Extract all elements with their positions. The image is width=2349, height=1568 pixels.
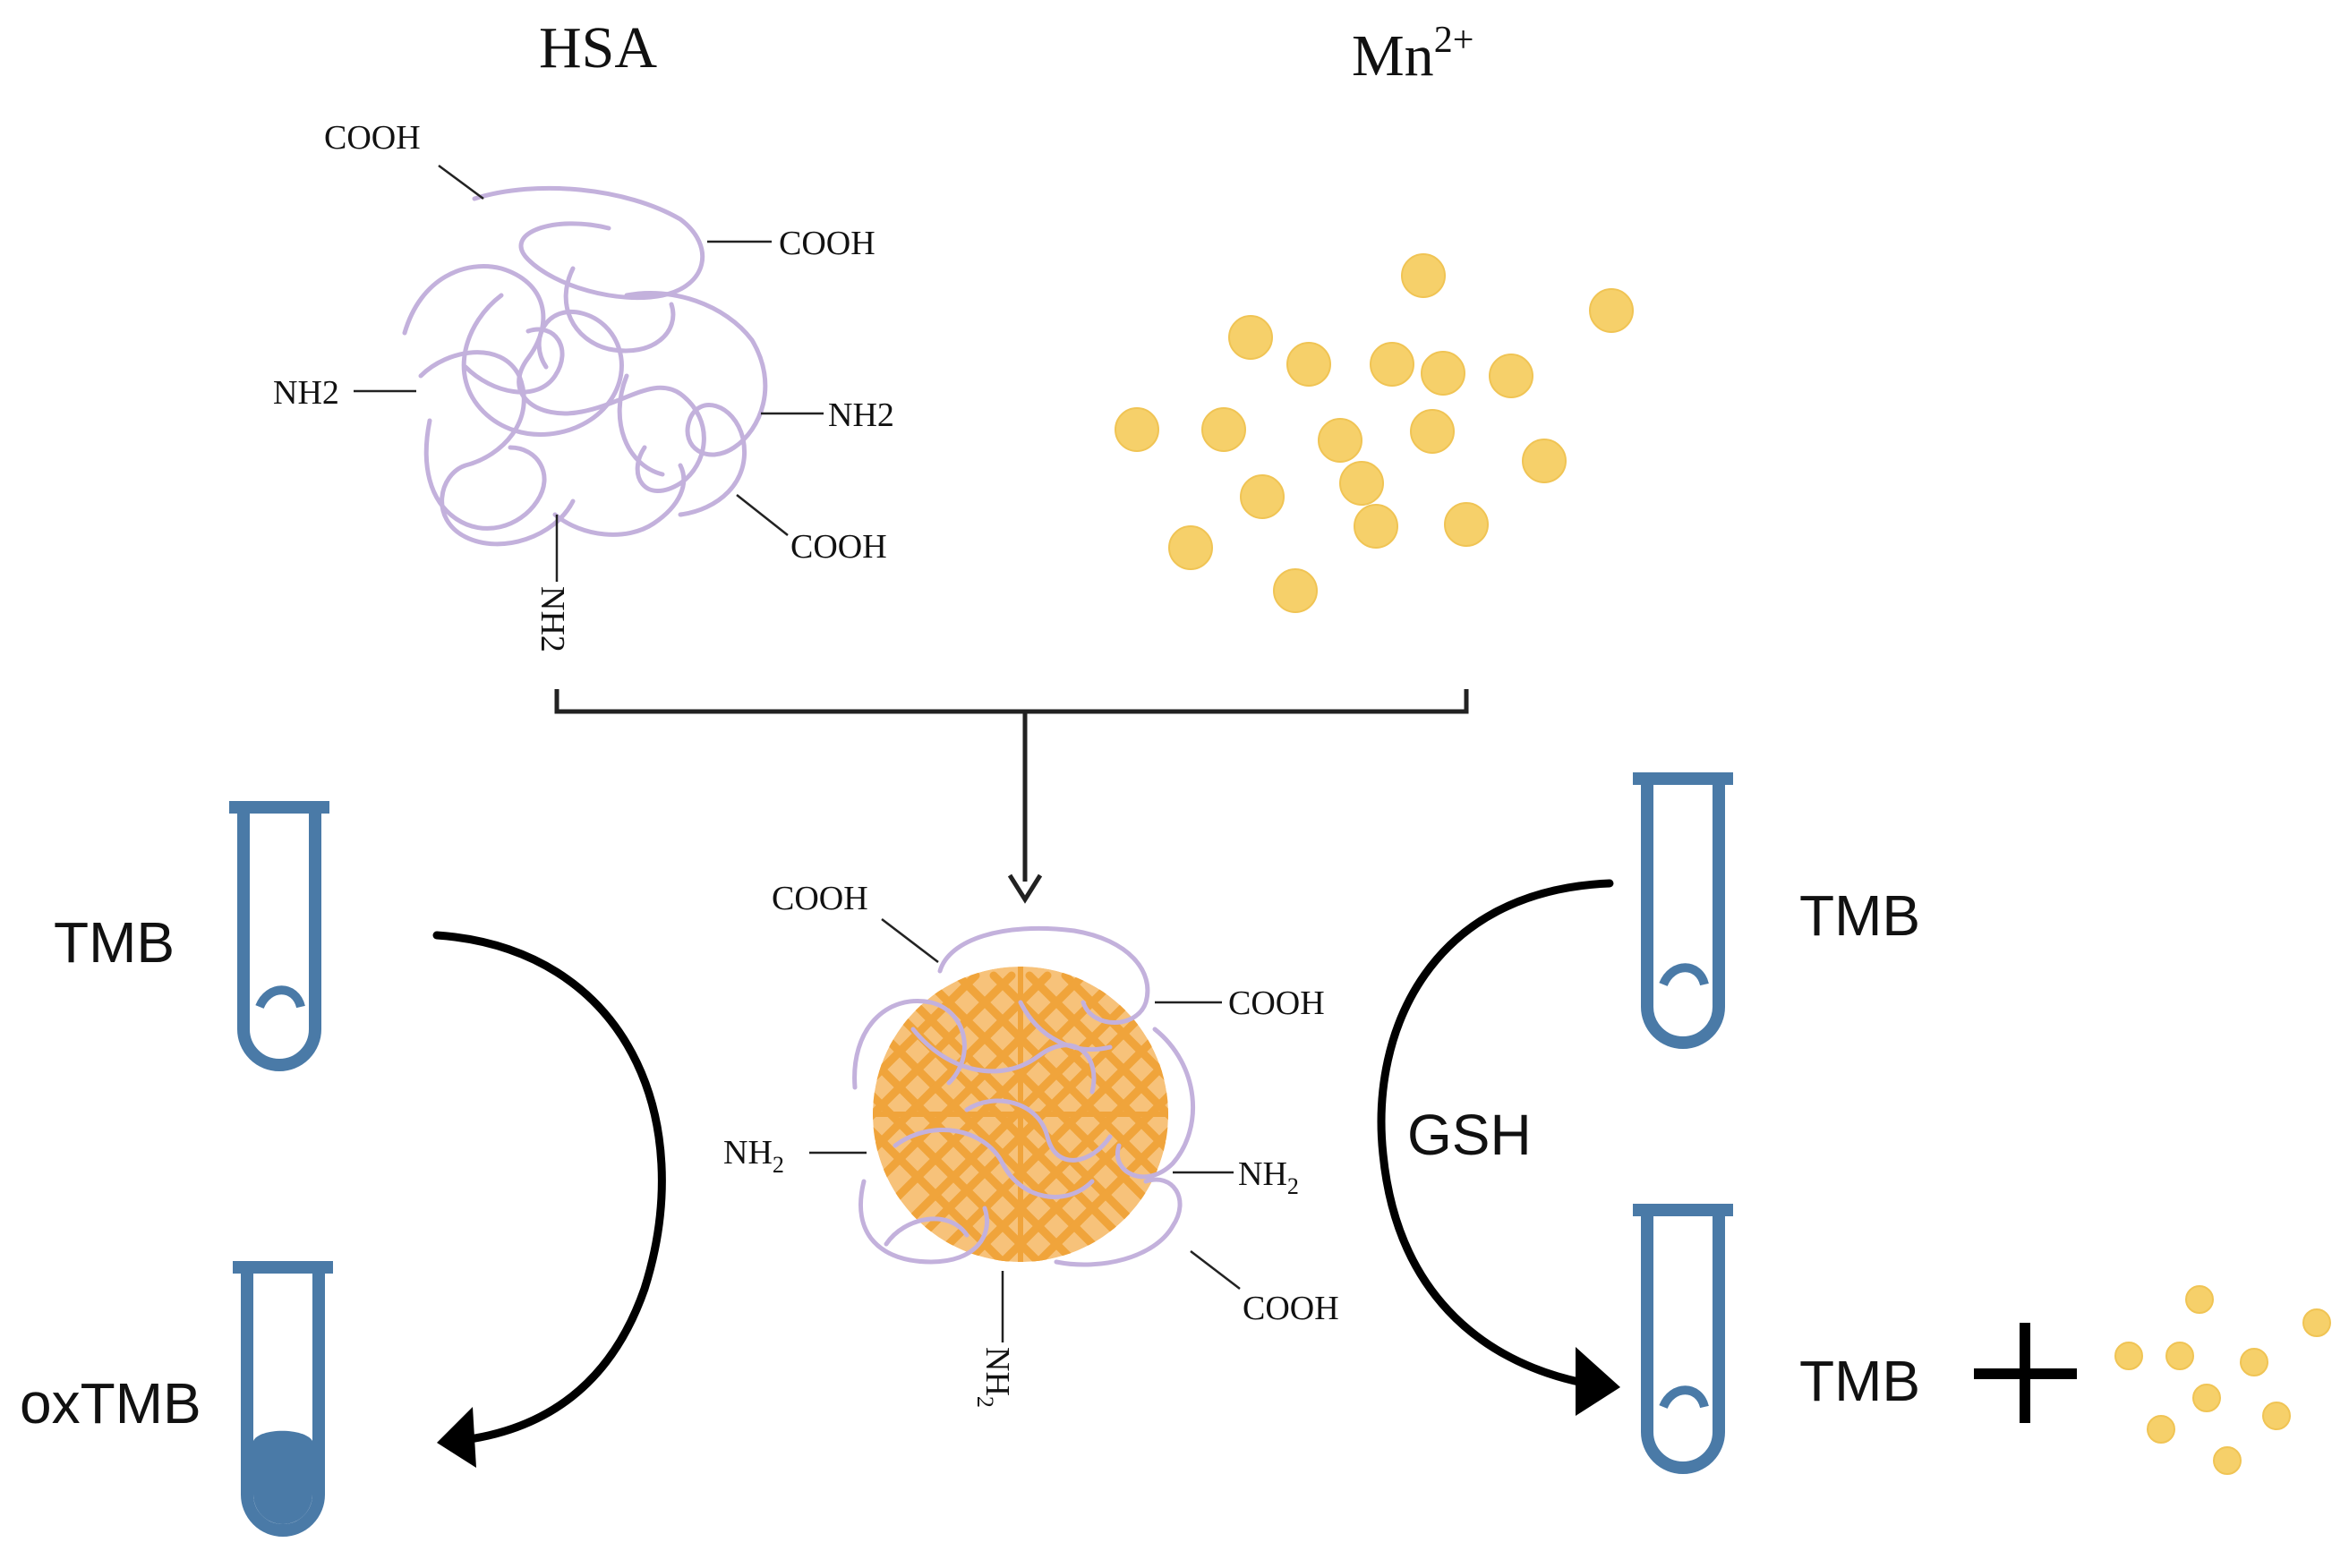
np-sub2-right: 2 <box>1287 1173 1299 1199</box>
test-tube-tmb-right-top <box>1633 772 1733 1049</box>
nanoparticle-protein-shell <box>852 926 1196 1267</box>
hsa-cooh-label-1: COOH <box>324 119 421 157</box>
np-nh2-label-right: NH2 <box>1238 1155 1299 1199</box>
left-branch: TMB oxTMB <box>20 801 666 1537</box>
gsh-label: GSH <box>1407 1103 1532 1167</box>
test-tube-tmb-left <box>229 801 329 1071</box>
left-arrowhead <box>437 1407 476 1468</box>
hsa-cooh-label-3: COOH <box>790 528 887 566</box>
np-sub2-bottom: 2 <box>972 1396 998 1408</box>
np-nh-left: NH <box>723 1134 773 1172</box>
np-cooh-label-2: COOH <box>1228 984 1325 1022</box>
hsa-nh2-label-left: NH2 <box>273 374 339 412</box>
hsa-protein-coil <box>402 185 768 547</box>
right-tmb-label: TMB <box>1799 883 1920 948</box>
nanoparticle-core-mesh <box>873 967 1168 1262</box>
mn-title-base: Mn <box>1352 23 1434 89</box>
np-nh-bottom: NH <box>978 1347 1016 1396</box>
np-sub2-left: 2 <box>773 1152 784 1178</box>
hsa-functional-groups: COOH COOH NH2 NH2 COOH NH2 <box>273 119 894 652</box>
nanoparticle-functional-groups: COOH COOH NH2 NH2 COOH NH2 <box>723 880 1339 1408</box>
np-nh2-label-bottom: NH2 <box>972 1347 1016 1408</box>
hsa-group: HSA COOH COOH NH2 NH2 COOH NH2 <box>273 15 894 652</box>
hsa-mn-nanoparticle: COOH COOH NH2 NH2 COOH NH2 <box>723 880 1339 1408</box>
right-arc-arrow <box>1377 879 1614 1387</box>
right-branch: TMB GSH TMB <box>1377 772 2331 1475</box>
tmb-product-label: TMB <box>1799 1349 1920 1413</box>
oxtmb-liquid <box>253 1430 312 1524</box>
mn-particles <box>1115 253 1634 613</box>
np-cooh-label-3: COOH <box>1243 1290 1339 1327</box>
hsa-nh2-label-right: NH2 <box>828 396 894 434</box>
combine-connector <box>554 689 1469 904</box>
np-cooh-label-1: COOH <box>772 880 868 917</box>
right-arrowhead <box>1576 1347 1620 1416</box>
released-mn-particles <box>2114 1285 2331 1475</box>
np-nh-right: NH <box>1238 1155 1287 1193</box>
np-nh2-label-left: NH2 <box>723 1134 784 1178</box>
plus-sign <box>1974 1323 2077 1423</box>
mn-group: Mn2+ <box>1115 20 1634 613</box>
left-arc-arrow <box>432 931 666 1445</box>
test-tube-oxtmb <box>233 1261 333 1537</box>
oxtmb-label: oxTMB <box>20 1371 201 1436</box>
hsa-title: HSA <box>539 15 657 81</box>
mn-title: Mn2+ <box>1352 20 1473 89</box>
test-tube-tmb-right-bottom <box>1633 1204 1733 1474</box>
mn-title-superscript: 2+ <box>1434 20 1474 61</box>
hsa-nh2-label-bottom: NH2 <box>534 586 571 652</box>
left-tmb-label: TMB <box>54 910 175 975</box>
hsa-cooh-label-2: COOH <box>779 225 876 262</box>
